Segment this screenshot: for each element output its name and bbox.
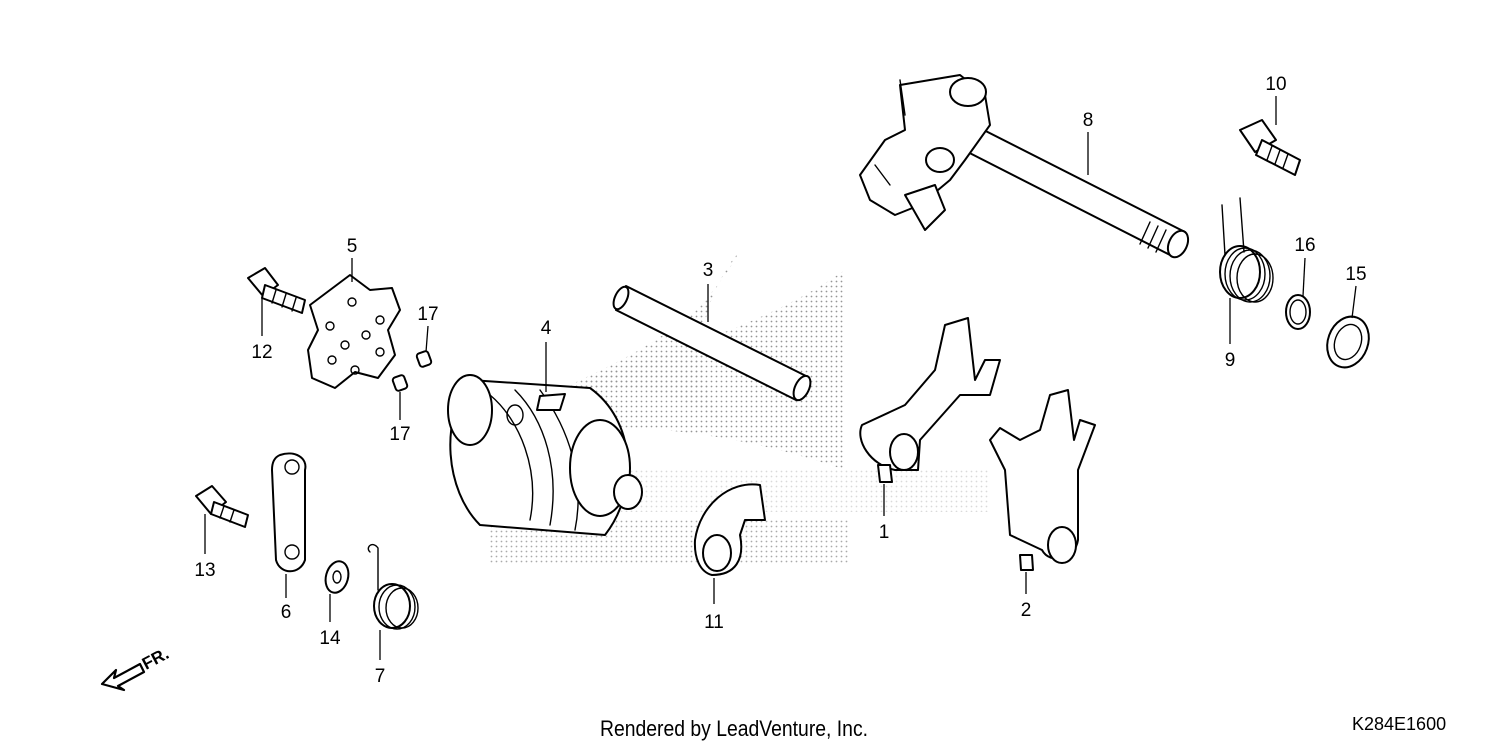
- part-7-stopper-spring[interactable]: [367, 543, 419, 630]
- part-4-shift-drum[interactable]: [447, 374, 643, 536]
- callout-17-lower: 17: [389, 424, 410, 445]
- callout-numbers: 1 2 3 4 5 6 7 8 9 10 11 12 13 14 15 16 1…: [194, 74, 1366, 687]
- part-9-return-spring[interactable]: [1219, 197, 1274, 303]
- callout-5: 5: [347, 236, 358, 257]
- part-3-fork-shaft[interactable]: [610, 285, 813, 403]
- callout-6: 6: [281, 602, 292, 623]
- part-8-gearshift-spindle[interactable]: [859, 74, 1192, 260]
- callout-13: 13: [194, 560, 215, 581]
- front-arrow-label: FR.: [139, 644, 172, 674]
- callout-2: 2: [1021, 600, 1032, 621]
- part-12-bolt[interactable]: [247, 267, 306, 314]
- callout-4: 4: [541, 318, 552, 339]
- callout-14: 14: [319, 628, 341, 649]
- part-15-washer[interactable]: [1320, 311, 1375, 374]
- callout-16: 16: [1294, 235, 1315, 256]
- callout-11: 11: [704, 612, 724, 633]
- part-11-guide-plate[interactable]: [693, 483, 766, 576]
- part-16-circlip[interactable]: [1285, 294, 1311, 330]
- callout-15: 15: [1345, 264, 1366, 285]
- callout-3: 3: [703, 260, 714, 281]
- part-2-shift-fork[interactable]: [989, 389, 1096, 571]
- part-5-drum-center-plate[interactable]: [307, 274, 401, 389]
- callout-9: 9: [1225, 350, 1236, 371]
- callout-17-upper: 17: [417, 304, 438, 325]
- callout-10: 10: [1265, 74, 1286, 95]
- diagram-code: K284E1600: [1352, 714, 1447, 734]
- callout-1: 1: [879, 522, 890, 543]
- leader-lines: [204, 96, 1357, 660]
- part-10-stopper-bolt[interactable]: [1239, 119, 1301, 176]
- front-direction-arrow: FR.: [100, 644, 172, 692]
- part-6-stopper-arm[interactable]: [271, 452, 307, 573]
- part-1-shift-fork[interactable]: [859, 317, 1001, 483]
- front-arrow-icon: [100, 662, 146, 692]
- callout-8: 8: [1083, 110, 1094, 131]
- callout-12: 12: [251, 342, 272, 363]
- part-14-washer[interactable]: [322, 559, 352, 596]
- part-17-dowel-pins[interactable]: [391, 350, 433, 392]
- callout-7: 7: [375, 666, 386, 687]
- rendered-by-credit: Rendered by LeadVenture, Inc.: [600, 716, 869, 741]
- part-13-bolt[interactable]: [195, 485, 249, 528]
